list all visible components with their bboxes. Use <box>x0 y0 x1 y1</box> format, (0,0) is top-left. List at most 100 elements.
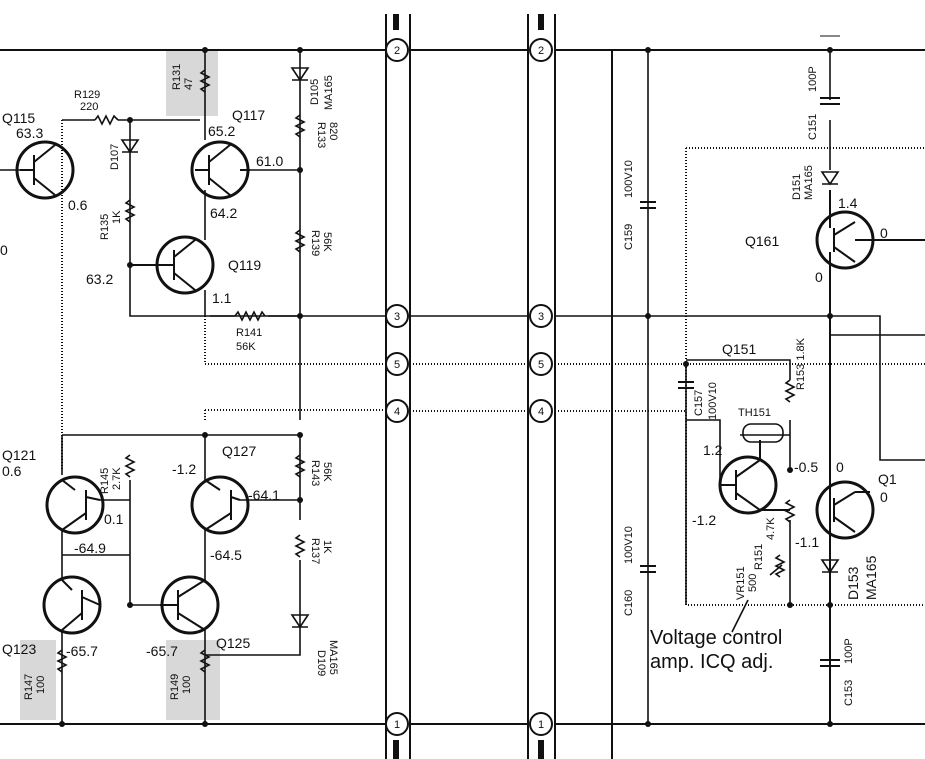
label-q121: Q121 <box>2 447 36 463</box>
bus-right <box>527 14 556 759</box>
value-r135: 1K <box>111 210 123 224</box>
value-r133: 820 <box>327 122 339 140</box>
voltage-q117: 65.2 <box>208 123 235 139</box>
transistor-q127 <box>190 475 250 535</box>
value-r139: 56K <box>321 232 333 252</box>
value-c160: 100V10 <box>623 526 635 564</box>
diode-d153 <box>820 559 840 574</box>
label-d151: D151 <box>791 174 803 200</box>
label-c159: C159 <box>623 224 635 250</box>
value-r137: 1K <box>321 540 333 554</box>
label-c153: C153 <box>843 680 855 706</box>
resistor-r135 <box>124 199 136 223</box>
transistor-q161 <box>815 190 925 724</box>
voltage-q151-c: -0.5 <box>794 459 818 475</box>
resistor-r143 <box>294 454 306 478</box>
value-c159: 100V10 <box>623 160 635 198</box>
label-q115: Q115 <box>2 110 35 126</box>
label-r143: R143 <box>309 460 321 486</box>
svg-text:1: 1 <box>538 719 544 731</box>
label-d107: D107 <box>109 144 121 170</box>
label-r131: R131 <box>171 64 183 90</box>
note-pointer <box>731 599 749 633</box>
label-q119: Q119 <box>228 257 261 273</box>
connector-5b: 5 <box>529 352 553 376</box>
part-d105: MA165 <box>323 75 335 110</box>
resistor-r149 <box>199 649 211 673</box>
connector-2b: 2 <box>529 38 553 62</box>
voltage-q161: 1.4 <box>838 195 858 211</box>
connector-1a: 1 <box>385 712 409 736</box>
transistor-q123 <box>42 575 102 635</box>
value-r145: 2.7K <box>111 467 123 490</box>
transistor-q1xx <box>815 480 875 540</box>
voltage-q115: 63.3 <box>16 125 43 141</box>
label-r133: R133 <box>315 122 327 148</box>
voltage-0c: 0 <box>880 489 888 505</box>
wires-right <box>647 50 925 724</box>
transistor-q151 <box>718 440 790 515</box>
note-line-2: amp. ICQ adj. <box>650 651 773 673</box>
part-d109: MA165 <box>327 640 339 675</box>
connector-3b: 3 <box>529 304 553 328</box>
svg-text:3: 3 <box>538 311 544 323</box>
value-c151: 100P <box>807 66 819 92</box>
label-d105: D105 <box>309 79 321 105</box>
label-th151: TH151 <box>738 407 771 419</box>
transistor-q125 <box>160 575 220 635</box>
voltage-q151-e: -1.2 <box>692 512 716 528</box>
label-r147: R147 <box>23 674 35 700</box>
cap-c157 <box>678 381 694 389</box>
transistor-q121 <box>45 475 105 535</box>
value-r129: 220 <box>80 101 98 113</box>
label-r135: R135 <box>99 214 111 240</box>
label-c160: C160 <box>623 590 635 616</box>
label-r141: R141 <box>236 327 262 339</box>
voltage-q127-c: -64.1 <box>248 487 280 503</box>
voltage-0d: 0 <box>0 242 8 258</box>
voltage-q117-c: 61.0 <box>256 153 283 169</box>
connector-5a: 5 <box>385 352 409 376</box>
resistor-r133 <box>294 114 306 138</box>
label-q123: Q123 <box>2 641 36 657</box>
part-d151: MA165 <box>803 165 815 200</box>
resistor-r137 <box>294 534 306 558</box>
shade-r147 <box>20 640 56 720</box>
bus-caps <box>393 14 544 759</box>
label-c151: C151 <box>807 114 819 140</box>
voltage-q117-e: 64.2 <box>210 205 237 221</box>
value-r143: 56K <box>321 462 333 482</box>
line-4 <box>204 409 686 420</box>
svg-text:3: 3 <box>394 311 400 323</box>
diode-d107 <box>120 139 140 154</box>
svg-text:1: 1 <box>394 719 400 731</box>
voltage-11: -1.1 <box>795 534 819 550</box>
line-5 <box>204 316 925 365</box>
label-r129: R129 <box>74 89 100 101</box>
voltage-q151-b: 1.2 <box>703 442 723 458</box>
label-q161: Q161 <box>745 233 779 249</box>
label-r139: R139 <box>309 230 321 256</box>
label-q125: Q125 <box>216 635 250 651</box>
value-r147: 100 <box>35 676 47 694</box>
diode-d109 <box>290 614 310 629</box>
label-q1xx: Q1 <box>878 471 897 487</box>
svg-text:4: 4 <box>394 406 400 418</box>
value-c157: 100V10 <box>707 382 719 420</box>
value-r153-label: R153 1.8K <box>795 337 807 390</box>
voltage-0b: 0 <box>836 459 844 475</box>
value-r149: 100 <box>181 676 193 694</box>
shade-q117 <box>166 50 218 116</box>
label-d153: D153 <box>845 566 861 600</box>
label-d109: D109 <box>315 650 327 676</box>
connector-1b: 1 <box>529 712 553 736</box>
label-vr151: VR151 <box>735 566 747 600</box>
voltage-q115-e: 0.6 <box>68 197 88 213</box>
bus-left <box>385 14 411 759</box>
connector-4a: 4 <box>385 399 409 423</box>
wires-upper <box>0 50 301 420</box>
cap-c160 <box>640 565 656 573</box>
connector-3a: 3 <box>385 304 409 328</box>
voltage-q125: -65.7 <box>146 643 178 659</box>
voltage-q127: -1.2 <box>172 461 196 477</box>
